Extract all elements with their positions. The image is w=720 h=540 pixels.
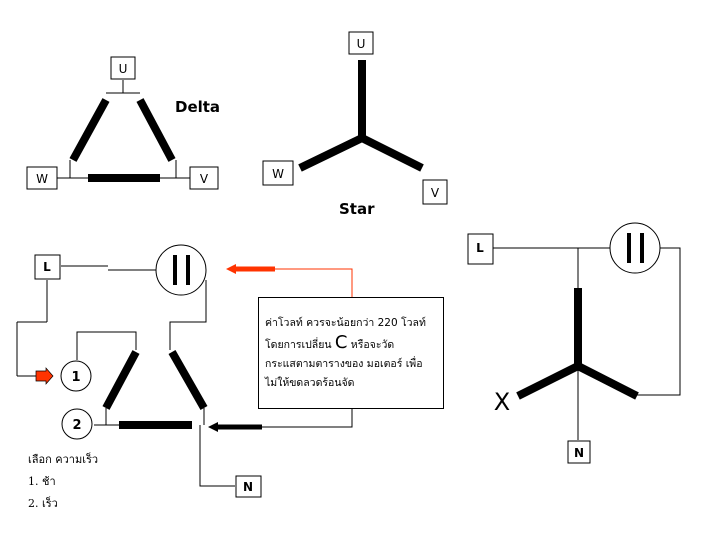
terminal-n-right bbox=[567, 440, 591, 464]
star-terminal-u bbox=[348, 31, 374, 55]
note-return-wire bbox=[262, 409, 353, 428]
star-arm-v bbox=[360, 134, 424, 172]
capacitor-note: ค่าโวลท์ ควรจะน้อยกว่า 220 โวลท์ โดยการเ… bbox=[258, 297, 444, 409]
speed-select-option-2: 2. เร็ว bbox=[28, 497, 58, 510]
delta-terminal-u-label: U bbox=[119, 62, 128, 76]
speed-select-title: เลือก ความเร็ว bbox=[28, 453, 99, 466]
note-line-2-pre: โดยการเปลี่ยน bbox=[265, 339, 332, 351]
n-wire bbox=[199, 425, 235, 487]
note-line-2-post: หรือจะวัด bbox=[350, 339, 395, 351]
terminal-n-right-label: N bbox=[574, 446, 584, 460]
delta-terminal-v bbox=[189, 166, 219, 190]
speed-selector-arrow bbox=[35, 367, 54, 385]
star-winding-left bbox=[516, 362, 580, 400]
terminal-l-right-label: L bbox=[476, 241, 484, 255]
terminal-l-left-label: L bbox=[43, 260, 51, 274]
star-wiring-with-capacitor: L N X bbox=[467, 222, 681, 464]
star-terminal-v-label: V bbox=[431, 186, 440, 200]
cap-to-winding-wire bbox=[169, 280, 207, 350]
terminal-l-left bbox=[34, 254, 61, 280]
capacitor-symbol bbox=[155, 244, 207, 296]
cap-to-winding-wire-right bbox=[637, 247, 681, 396]
star-terminal-w bbox=[262, 160, 294, 186]
delta-title: Delta bbox=[175, 98, 220, 116]
note-line-2: โดยการเปลี่ยน C หรือจะวัด bbox=[265, 333, 437, 355]
star-winding-right bbox=[576, 362, 639, 400]
delta-winding-left bbox=[69, 98, 110, 162]
delta-winding-right bbox=[136, 98, 176, 162]
note-line-1: ค่าโวลท์ ควรจะน้อยกว่า 220 โวลท์ bbox=[265, 317, 426, 329]
star-connection: U W V Star bbox=[262, 31, 448, 218]
delta-connection: U W V Delta bbox=[26, 56, 220, 190]
speed-select-option-1: 1. ช้า bbox=[28, 475, 56, 488]
delta-terminal-v-label: V bbox=[200, 172, 209, 186]
star-terminal-v bbox=[422, 179, 448, 205]
speed-2-label: 2 bbox=[72, 418, 81, 433]
speed-1-circle bbox=[60, 360, 92, 392]
delta-terminal-u bbox=[110, 56, 136, 80]
delta-terminal-w-label: W bbox=[36, 172, 48, 186]
black-arrow-head bbox=[208, 422, 218, 432]
star-terminal-w-label: W bbox=[272, 167, 284, 181]
delta-wiring-with-capacitor: N L 1 2 bbox=[16, 244, 353, 498]
star-title: Star bbox=[339, 200, 375, 218]
star-arm-w bbox=[298, 134, 364, 172]
speed1-to-winding-wire bbox=[76, 331, 137, 360]
terminal-n-left bbox=[235, 475, 262, 498]
terminal-l-right bbox=[467, 233, 494, 265]
speed-select-legend: เลือก ความเร็ว 1. ช้า 2. เร็ว bbox=[28, 449, 98, 515]
speed-1-label: 1 bbox=[71, 370, 80, 385]
capacitor-symbol-right bbox=[609, 222, 661, 274]
speed-2-circle bbox=[61, 408, 93, 440]
terminal-n-left-label: N bbox=[243, 480, 253, 494]
winding-left bbox=[102, 350, 140, 410]
disconnected-mark: X bbox=[494, 388, 510, 416]
delta-terminal-w bbox=[26, 166, 58, 190]
red-wire bbox=[275, 268, 353, 297]
note-line-3: กระแสตามตารางของ มอเตอร์ เพื่อ bbox=[265, 358, 423, 370]
note-line-4: ไม่ให้ขดลวดร้อนจัด bbox=[265, 377, 355, 389]
winding-right bbox=[168, 350, 208, 410]
note-line-2-big: C bbox=[334, 332, 348, 353]
red-arrow-head bbox=[226, 264, 236, 274]
star-terminal-u-label: U bbox=[357, 37, 366, 51]
